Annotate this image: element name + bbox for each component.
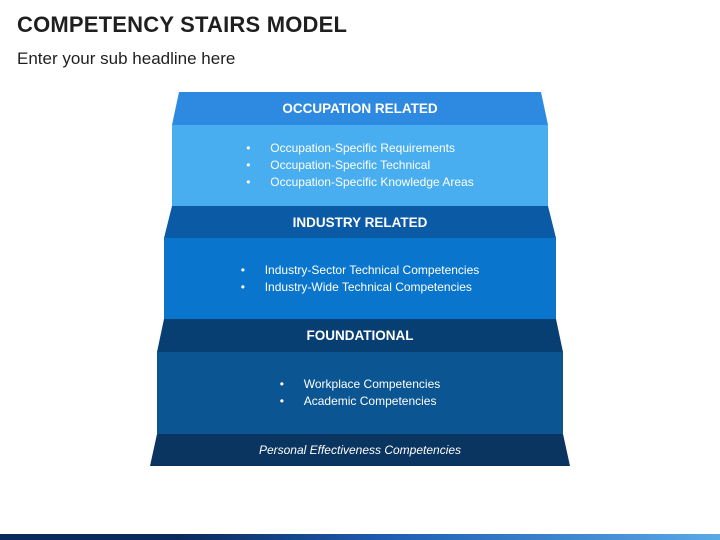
list-item: Occupation-Specific Requirements [246, 140, 473, 157]
tier-industry-list: Industry-Sector Technical Competencies I… [241, 262, 480, 296]
tier-occupation-list: Occupation-Specific Requirements Occupat… [246, 140, 473, 191]
tier-industry-heading: INDUSTRY RELATED [292, 214, 428, 230]
page-title: COMPETENCY STAIRS MODEL [17, 12, 348, 37]
tier-foundational-heading: FOUNDATIONAL [306, 328, 414, 343]
list-item: Workplace Competencies [280, 376, 441, 393]
list-item: Occupation-Specific Knowledge Areas [246, 174, 473, 191]
page-subtitle: Enter your sub headline here [17, 49, 236, 68]
list-item: Industry-Sector Technical Competencies [241, 262, 480, 279]
tier-foundational-cap [157, 319, 563, 352]
tier-industry-cap [164, 206, 556, 238]
tier-occupation-cap [172, 92, 548, 125]
base-label: Personal Effectiveness Competencies [258, 443, 462, 457]
list-item: Occupation-Specific Technical [246, 157, 473, 174]
base-step [150, 434, 570, 466]
list-item: Industry-Wide Technical Competencies [241, 279, 480, 296]
tier-occupation-heading: OCCUPATION RELATED [282, 101, 438, 116]
tier-foundational-list: Workplace Competencies Academic Competen… [280, 376, 441, 410]
footer-accent-bar [0, 534, 720, 540]
list-item: Academic Competencies [280, 393, 441, 410]
